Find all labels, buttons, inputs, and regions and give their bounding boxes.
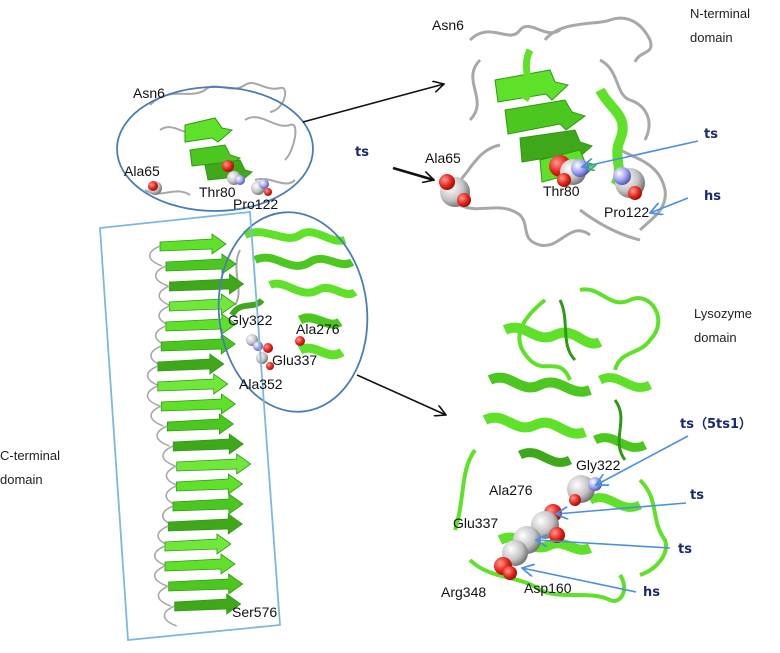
label-glu337-full: Glu337 (272, 352, 317, 368)
strand-loop (148, 245, 163, 267)
callout-arrow-ts-5ts1 (596, 435, 689, 485)
strand-loop (153, 565, 168, 587)
strand-loop (163, 605, 177, 627)
c-terminal-box (99, 211, 281, 641)
beta-strand (168, 293, 236, 315)
beta-strand (164, 533, 232, 555)
beta-strand (165, 253, 237, 275)
site-label-ts-nterm: ts (704, 127, 718, 142)
strand-loop (157, 585, 171, 607)
site-label-ts-5ts1: ts（5ts1） (680, 416, 752, 432)
label-ala65-zoom: Ala65 (425, 150, 461, 166)
label-asn6-full: Asn6 (133, 85, 165, 101)
label-ala65-full: Ala65 (124, 163, 160, 179)
beta-strand (168, 573, 244, 595)
beta-strand (174, 593, 242, 615)
n-terminal-ellipse (116, 86, 314, 212)
label-gly322-full: Gly322 (228, 312, 273, 328)
zoom-arrow-lysozyme (356, 374, 446, 415)
callout-arrow-ts-nterm (582, 140, 699, 167)
site-label-ts-lyso-1: ts (690, 488, 704, 503)
beta-strand (165, 313, 237, 335)
beta-strand (176, 473, 244, 495)
site-label-hs-lyso: hs (643, 585, 660, 600)
callout-arrow-ts-lyso-1 (556, 502, 687, 514)
beta-strand (164, 553, 236, 575)
label-pro122-full: Pro122 (233, 196, 278, 212)
beta-strand (172, 493, 244, 515)
strand-loop (162, 445, 176, 467)
strand-loop (165, 465, 179, 487)
beta-strand (169, 273, 245, 295)
strand-loop (154, 265, 169, 287)
n-terminal-domain-label-1: N-terminal (690, 6, 750, 21)
label-ser576-full: Ser576 (232, 604, 277, 620)
beta-strand (172, 433, 244, 455)
beta-strand (167, 513, 243, 535)
label-gly322-lyso: Gly322 (576, 457, 621, 473)
strand-loop (146, 385, 161, 407)
site-label-ts-lyso-2: ts (678, 542, 692, 557)
beta-strand (160, 393, 237, 415)
site-label-ts-left: ts (355, 145, 369, 160)
beta-strand (159, 233, 227, 255)
callout-arrow-hs-nterm (650, 197, 689, 213)
site-label-hs-nterm: hs (704, 189, 721, 204)
c-terminal-domain-label-2: domain (0, 472, 43, 487)
c-terminal-domain-label-1: C-terminal (0, 448, 60, 463)
label-ala276-lyso: Ala276 (489, 482, 533, 498)
label-asn6-zoom: Asn6 (432, 17, 464, 33)
strand-loop (146, 365, 161, 387)
strand-loop (158, 285, 172, 307)
callout-arrow-ts-lyso-2 (536, 540, 671, 549)
strand-loop (156, 425, 170, 447)
zoom-arrow-n-terminal (302, 84, 444, 123)
lysozyme-overview-ribbon (229, 228, 358, 360)
n-terminal-zoom-atoms (439, 155, 645, 207)
callout-arrow-hs-lyso (522, 568, 637, 593)
lysozyme-ellipse (217, 211, 369, 413)
strand-loop (150, 405, 164, 427)
full-protein-structure (144, 82, 358, 627)
lysozyme-domain-label-1: Lysozyme (694, 306, 752, 321)
c-terminal-beta-helix (146, 233, 252, 627)
label-pro122-zoom: Pro122 (604, 204, 649, 220)
n-terminal-domain-label-2: domain (690, 30, 733, 45)
label-thr80-full: Thr80 (199, 184, 236, 200)
label-asp160-lyso: Asp160 (524, 580, 572, 596)
beta-strand (157, 373, 229, 395)
beta-strand (160, 333, 236, 355)
label-ala276-full: Ala276 (296, 321, 340, 337)
label-ala352-full: Ala352 (239, 376, 283, 392)
label-glu337-lyso: Glu337 (453, 515, 498, 531)
beta-strand (166, 413, 235, 435)
full-view-atoms (148, 160, 305, 370)
label-thr80-zoom: Thr80 (543, 183, 580, 199)
callout-arrow-ala65 (392, 166, 434, 180)
lysozyme-domain-label-2: domain (694, 330, 737, 345)
strand-loop (153, 545, 168, 567)
lysozyme-zoom (453, 287, 668, 603)
beta-strand (176, 453, 252, 475)
beta-strand (157, 353, 225, 375)
label-arg348-lyso: Arg348 (441, 584, 486, 600)
